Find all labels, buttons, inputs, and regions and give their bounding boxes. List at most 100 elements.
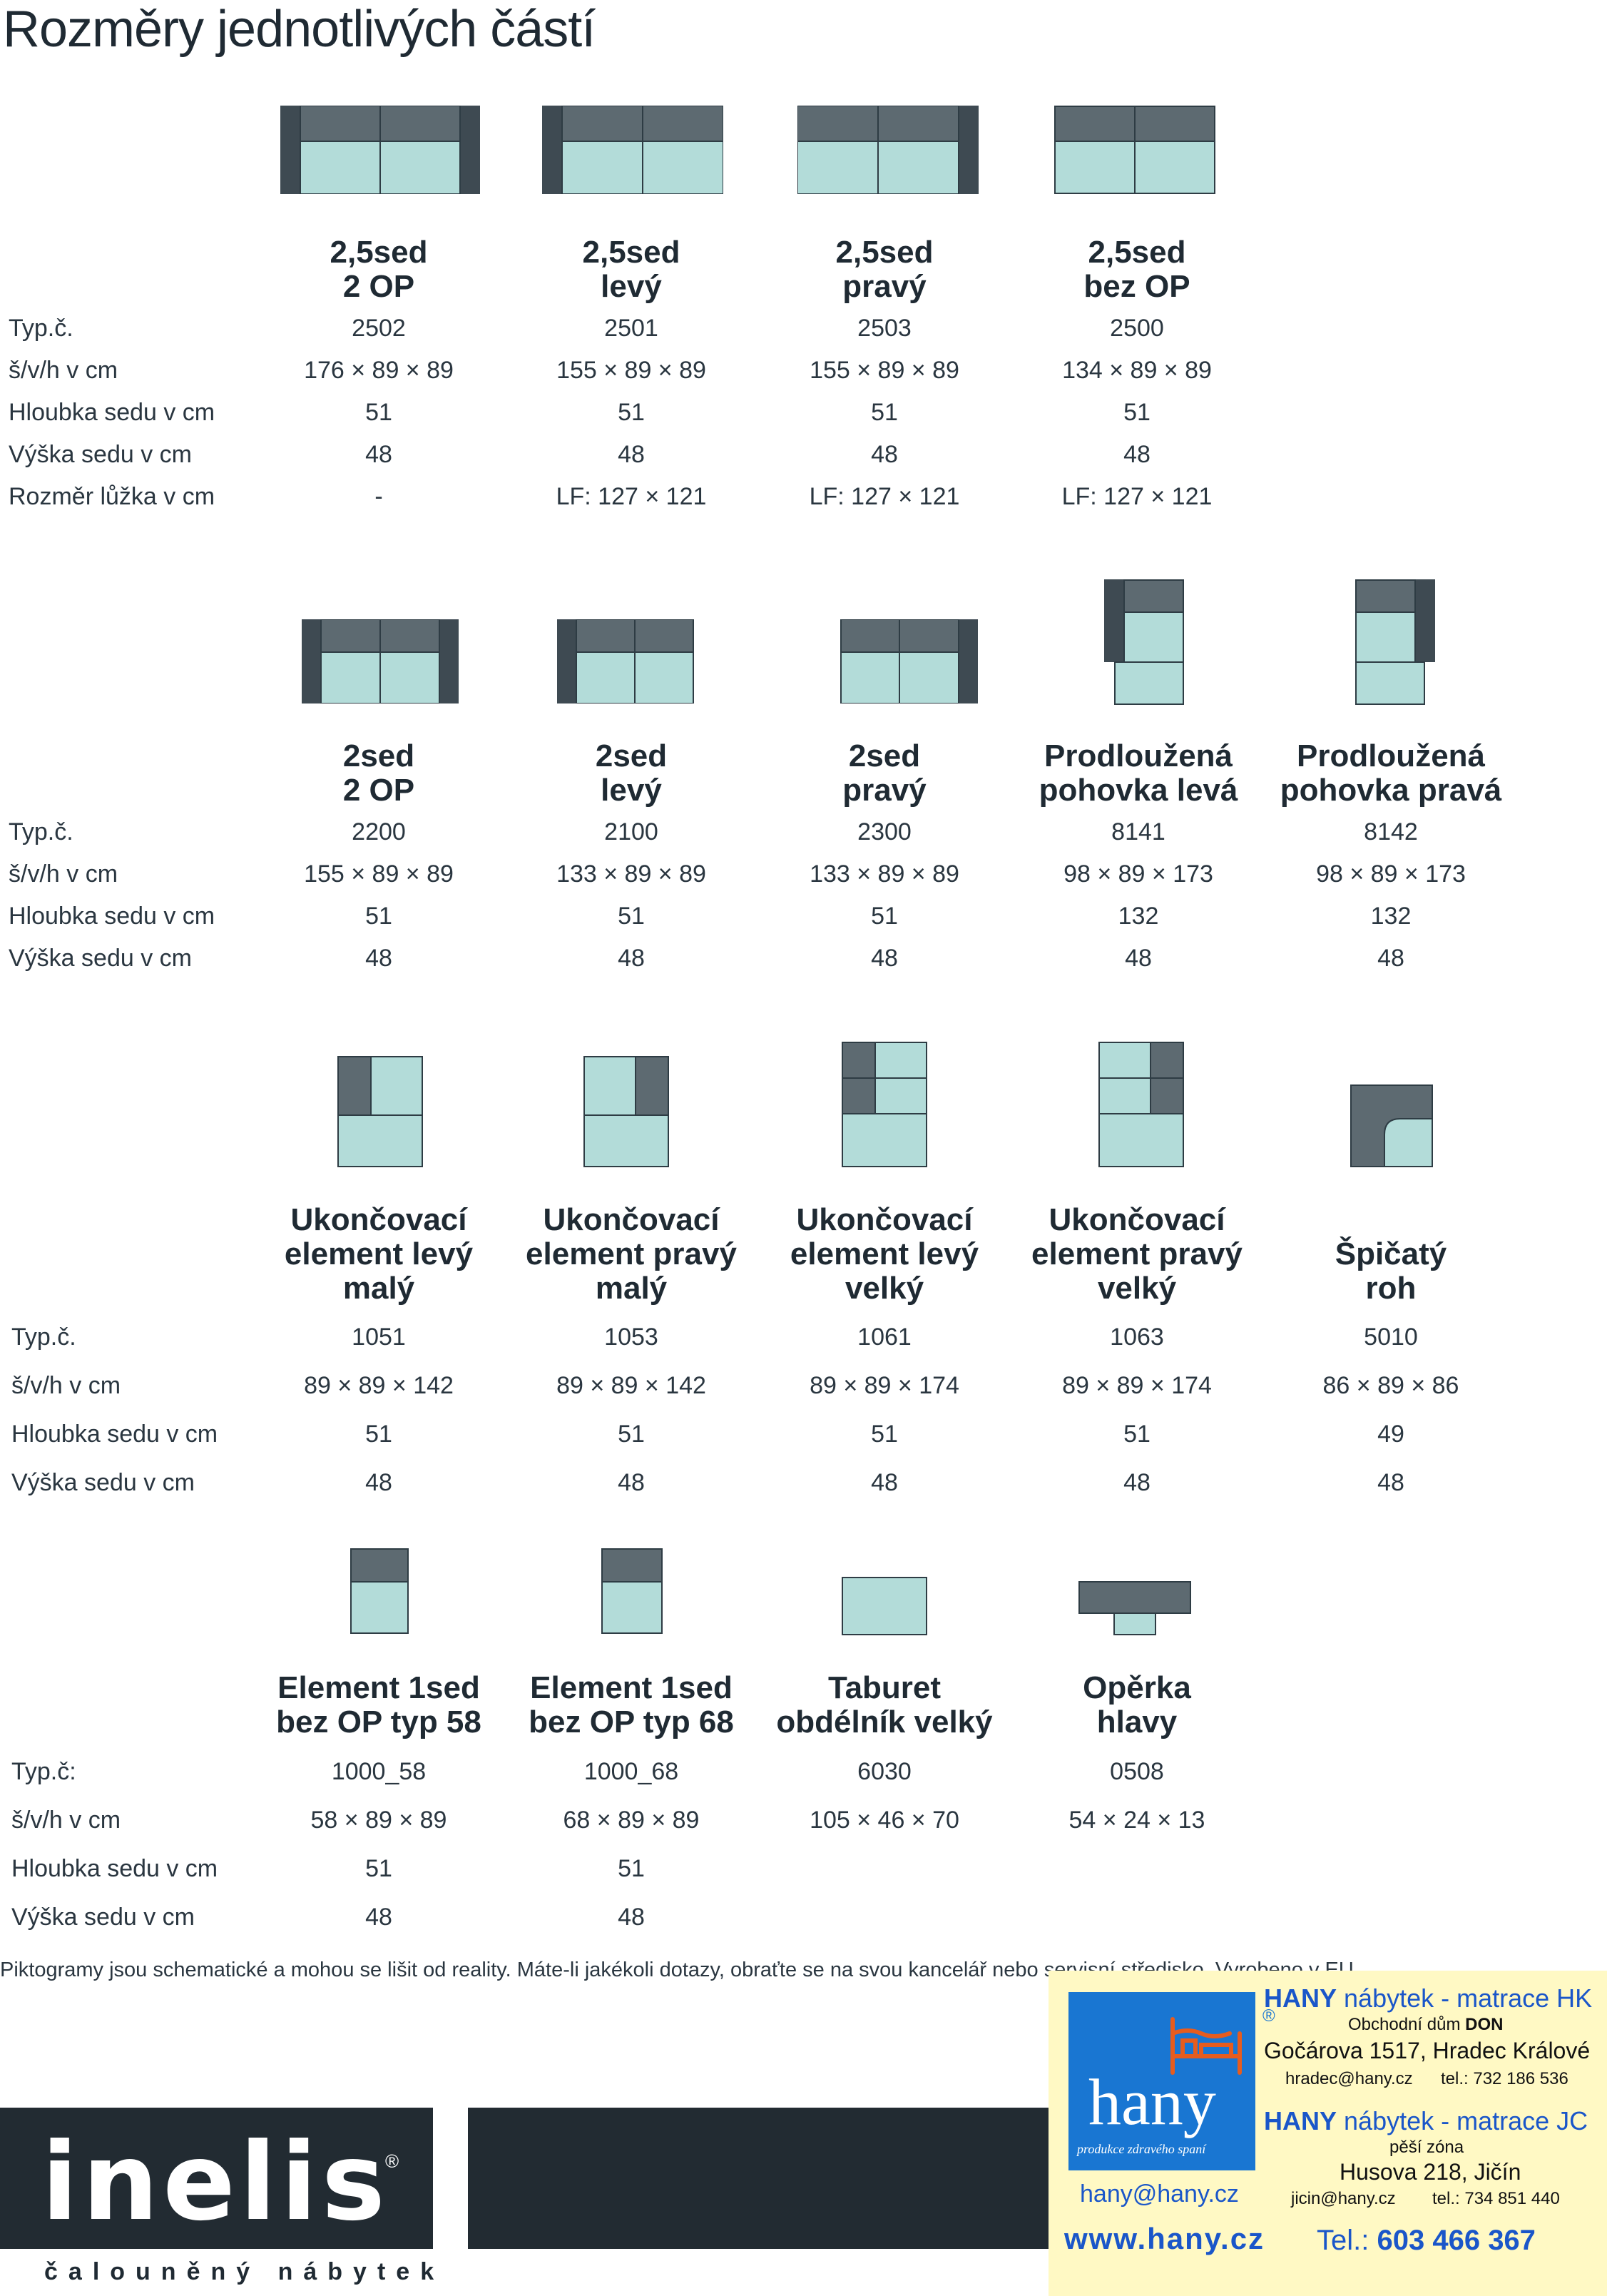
- value-cell: 48: [618, 441, 645, 468]
- value-cell: 98 × 89 × 173: [1316, 860, 1466, 888]
- value-cell: 6030: [857, 1758, 912, 1785]
- hany-email[interactable]: hany@hany.cz: [1080, 2180, 1239, 2208]
- value-cell: 98 × 89 × 173: [1063, 860, 1213, 888]
- value-cell: 51: [365, 399, 392, 426]
- pictogram-chaise-right: [1355, 579, 1435, 705]
- shop1-title: HANY nábytek - matrace HK: [1264, 1983, 1593, 2013]
- value-cell: 51: [618, 903, 645, 930]
- hany-phone: Tel.: 603 466 367: [1317, 2225, 1536, 2256]
- hany-wordmark: hany: [1088, 2066, 1216, 2138]
- row-label: Typ.č.: [11, 1324, 76, 1351]
- value-cell: 51: [1123, 399, 1151, 426]
- value-cell: 58 × 89 × 89: [310, 1807, 447, 1834]
- value-cell: 51: [618, 399, 645, 426]
- value-cell: 1000_68: [583, 1758, 679, 1785]
- value-cell: 155 × 89 × 89: [304, 860, 454, 888]
- value-cell: 48: [1125, 945, 1152, 972]
- value-cell: 155 × 89 × 89: [810, 357, 959, 384]
- value-cell: LF: 127 × 121: [809, 483, 960, 510]
- value-cell: 1053: [604, 1324, 658, 1351]
- row-label: š/v/h v cm: [9, 860, 118, 888]
- value-cell: 134 × 89 × 89: [1062, 357, 1212, 384]
- pictogram-end-right-large: [1098, 1042, 1184, 1167]
- value-cell: 48: [1123, 441, 1151, 468]
- pictogram-2sed-right: [840, 619, 978, 703]
- value-cell: 0508: [1110, 1758, 1164, 1785]
- value-cell: 1000_58: [331, 1758, 427, 1785]
- pictogram-2-5sed-no-arm: [1054, 106, 1215, 194]
- bed-icon: [1170, 2017, 1242, 2075]
- page-title: Rozměry jednotlivých částí: [3, 1, 596, 58]
- value-cell: 2501: [604, 315, 658, 342]
- pictogram-ottoman-rect: [842, 1577, 927, 1635]
- pictogram-2-5sed-2op: [280, 106, 480, 194]
- value-cell: 2300: [857, 818, 912, 845]
- value-cell: 51: [618, 1421, 645, 1448]
- value-cell: 176 × 89 × 89: [304, 357, 454, 384]
- value-cell: 48: [365, 945, 392, 972]
- pictogram-end-left-small: [337, 1056, 423, 1167]
- row-label: Výška sedu v cm: [11, 1469, 195, 1496]
- row-label: Rozměr lůžka v cm: [9, 483, 215, 510]
- row-label: š/v/h v cm: [11, 1372, 121, 1399]
- pictogram-element-1sed-58: [350, 1548, 409, 1634]
- row-label: Výška sedu v cm: [9, 945, 192, 972]
- value-cell: LF: 127 × 121: [556, 483, 707, 510]
- shop2-address: Husova 218, Jičín: [1340, 2159, 1521, 2185]
- value-cell: 48: [871, 945, 898, 972]
- pictogram-end-left-large: [842, 1042, 927, 1167]
- value-cell: 89 × 89 × 174: [1062, 1372, 1212, 1399]
- value-cell: 8142: [1364, 818, 1418, 845]
- value-cell: 132: [1370, 903, 1412, 930]
- pictogram-2sed-left: [557, 619, 694, 703]
- value-cell: 155 × 89 × 89: [556, 357, 706, 384]
- value-cell: 48: [365, 1904, 392, 1931]
- row-label: š/v/h v cm: [11, 1807, 121, 1834]
- shop2-title: HANY nábytek - matrace JC: [1264, 2106, 1588, 2135]
- value-cell: 1051: [352, 1324, 406, 1351]
- row-label: Hloubka sedu v cm: [11, 1421, 218, 1448]
- value-cell: 48: [365, 1469, 392, 1496]
- value-cell: 49: [1377, 1421, 1404, 1448]
- row-label: Typ.č:: [11, 1758, 76, 1785]
- row-label: Výška sedu v cm: [11, 1904, 195, 1931]
- footer-dark-bar: [468, 2108, 1054, 2249]
- shop1-email: hradec@hany.cz: [1285, 2069, 1413, 2088]
- row-label: Typ.č.: [9, 818, 73, 845]
- inelis-logo-panel: inelis ®: [0, 2108, 433, 2249]
- hany-website[interactable]: www.hany.cz: [1064, 2222, 1265, 2255]
- value-cell: 133 × 89 × 89: [556, 860, 706, 888]
- pictogram-element-1sed-68: [601, 1548, 663, 1634]
- value-cell: LF: 127 × 121: [1061, 483, 1213, 510]
- pictogram-2-5sed-right: [797, 106, 979, 194]
- value-cell: 86 × 89 × 86: [1322, 1372, 1459, 1399]
- pictogram-headrest: [1078, 1581, 1191, 1635]
- value-cell: 105 × 46 × 70: [810, 1807, 959, 1834]
- value-cell: -: [374, 483, 383, 510]
- value-cell: 1061: [857, 1324, 912, 1351]
- shop1-address: Gočárova 1517, Hradec Králové: [1264, 2038, 1591, 2063]
- value-cell: 51: [365, 903, 392, 930]
- value-cell: 5010: [1364, 1324, 1418, 1351]
- value-cell: 2503: [857, 315, 912, 342]
- value-cell: 89 × 89 × 142: [556, 1372, 706, 1399]
- value-cell: 48: [1377, 1469, 1404, 1496]
- row-label: Hloubka sedu v cm: [9, 399, 215, 426]
- value-cell: 48: [1377, 945, 1404, 972]
- value-cell: 1063: [1110, 1324, 1164, 1351]
- value-cell: 51: [871, 1421, 898, 1448]
- value-cell: 51: [871, 399, 898, 426]
- shop2-email: jicin@hany.cz: [1291, 2189, 1396, 2208]
